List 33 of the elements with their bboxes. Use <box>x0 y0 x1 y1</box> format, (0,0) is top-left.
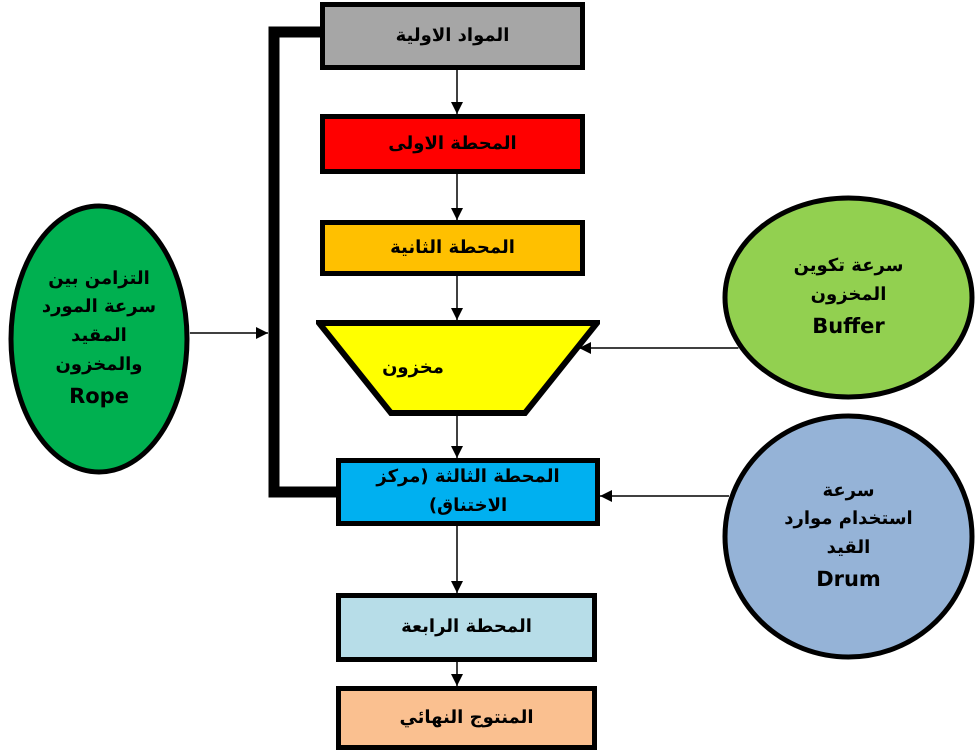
node-label: Buffer <box>811 312 886 340</box>
arrow <box>451 662 463 686</box>
process-box <box>336 458 600 526</box>
arrow <box>451 526 463 593</box>
thick-connector <box>268 26 336 498</box>
node-label: المنتوج النهائي <box>399 706 534 730</box>
process-box <box>320 114 585 174</box>
arrow <box>600 490 729 502</box>
node-label: Rope <box>68 382 130 410</box>
process-box <box>336 593 597 662</box>
arrow <box>451 174 463 220</box>
node-label: سرعة استخدام موارد القيد <box>784 478 914 560</box>
buffer-trapezoid <box>316 320 600 416</box>
node-label: المحطة الثانية <box>390 236 515 260</box>
arrow <box>190 327 268 339</box>
process-box <box>320 2 585 70</box>
arrow <box>451 70 463 114</box>
node-label: المواد الاولية <box>396 24 510 48</box>
node-label: سرعة تكوين المخزون <box>792 254 904 307</box>
node-label: مخزون <box>382 356 444 380</box>
node-label: المحطة الاولى <box>388 132 517 156</box>
info-ellipse <box>722 195 975 400</box>
node-label: المحطة الرابعة <box>401 615 532 640</box>
arrow <box>579 342 738 354</box>
info-ellipse <box>722 413 975 660</box>
node-label: المحطة الثالثة (مركز الاختناق) <box>374 465 561 518</box>
node-label: التزامن بين سرعة المورد المقيد والمخزون <box>40 266 158 377</box>
info-ellipse <box>8 203 190 475</box>
process-box <box>336 686 597 750</box>
node-label: Drum <box>815 566 882 593</box>
process-box <box>320 220 585 276</box>
arrow <box>451 416 463 458</box>
arrow <box>451 276 463 320</box>
